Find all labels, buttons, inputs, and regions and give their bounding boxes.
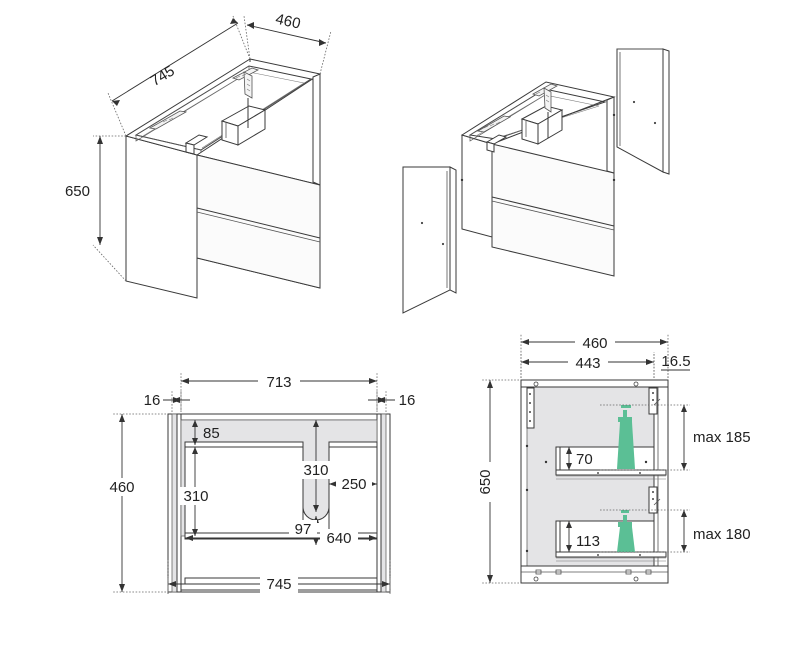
- front-dim-310-mid: 310: [300, 420, 334, 512]
- view-iso-closed: 745 460 650: [65, 11, 332, 299]
- front-dim-250: 250: [329, 475, 377, 493]
- side-foot: [645, 569, 652, 575]
- front-dim-745-lower: [167, 578, 391, 592]
- side-runner-brackets: [648, 387, 661, 514]
- iso-closed-bracket-left: [148, 110, 188, 130]
- iso-exploded-left-panel: [402, 166, 457, 314]
- dim-label-max-185: max 185: [693, 429, 751, 446]
- iso-closed-body: [124, 58, 322, 299]
- front-dim-745-baseline: [167, 579, 391, 594]
- front-dim-97: 97: [289, 516, 319, 545]
- dim-label-310-left: 310: [183, 488, 208, 505]
- iso-dim-460: 460: [243, 11, 332, 75]
- dim-label-460-front: 460: [109, 479, 134, 496]
- view-front-elevation: 713 16 16 460: [104, 372, 415, 594]
- side-dim-650: 650: [477, 379, 519, 584]
- side-fixing-dot: [633, 576, 639, 582]
- dim-label-460-iso: 460: [274, 11, 302, 33]
- side-fixing-dot: [633, 381, 639, 387]
- dim-label-713: 713: [266, 374, 291, 391]
- dim-label-650-side: 650: [477, 469, 494, 494]
- dim-label-113: 113: [576, 533, 600, 550]
- dim-label-745-front: 745: [266, 576, 291, 593]
- front-dim-310-left: 310: [179, 447, 213, 536]
- dim-label-97: 97: [295, 521, 312, 538]
- front-dim-85: 85: [192, 420, 220, 445]
- iso-exploded-dowel: [460, 178, 464, 182]
- view-side-section: 460 443 16.5 650: [477, 333, 762, 584]
- dim-label-250: 250: [341, 476, 366, 493]
- side-dowel: [544, 460, 548, 464]
- front-left-wall: [171, 413, 178, 593]
- side-dim-16-5: 16.5: [653, 352, 691, 378]
- side-fixing-dot: [533, 381, 539, 387]
- iso-closed-siphon-box: [220, 105, 267, 146]
- iso-dim-650: 650: [65, 135, 127, 282]
- iso-exploded-notch: [485, 134, 508, 153]
- side-bottom-plinth: [520, 565, 669, 584]
- dim-label-640: 640: [326, 530, 351, 547]
- side-foot: [555, 569, 562, 575]
- front-dim-16-left: 16: [144, 390, 190, 412]
- side-lower-drawer: [555, 520, 667, 562]
- iso-exploded-right-panel: [616, 48, 670, 175]
- dim-label-max-180: max 180: [693, 526, 751, 543]
- side-foot: [535, 569, 542, 575]
- iso-closed-notch: [184, 134, 209, 155]
- front-top-rail: [180, 413, 378, 421]
- iso-closed-hanging-bracket: [231, 67, 260, 128]
- side-upper-drawer: [555, 446, 667, 480]
- dim-label-16-5: 16.5: [661, 353, 690, 370]
- side-foot: [625, 569, 632, 575]
- iso-exploded-hanging-bracket: [532, 83, 558, 138]
- side-dowel: [525, 488, 529, 492]
- dim-label-650-iso: 650: [65, 183, 90, 200]
- side-dowel: [525, 444, 529, 448]
- dim-label-16-left: 16: [144, 392, 161, 409]
- iso-exploded-dowel: [612, 113, 616, 117]
- side-dim-max-180: max 180: [600, 509, 762, 553]
- side-fixing-dot: [533, 576, 539, 582]
- side-dowel: [644, 460, 648, 464]
- front-dim-16-right: 16: [368, 390, 415, 412]
- side-dim-443: 443: [520, 352, 655, 378]
- side-dowel: [525, 549, 529, 553]
- side-top-rail: [520, 379, 669, 388]
- dim-label-85: 85: [203, 425, 220, 442]
- iso-exploded-siphon-box: [520, 105, 564, 145]
- front-drawer-bottom-rail: [184, 532, 378, 540]
- view-iso-exploded: [402, 48, 670, 314]
- dim-label-310-mid: 310: [303, 462, 328, 479]
- dim-label-16-right: 16: [399, 392, 416, 409]
- side-dim-max-185: max 185: [600, 404, 762, 471]
- iso-exploded-bracket-left: [476, 115, 512, 133]
- side-dim-70: 70: [566, 447, 593, 470]
- front-dim-713: 713: [180, 372, 378, 410]
- front-right-wall-inner: [376, 413, 382, 593]
- dim-label-460-side: 460: [582, 335, 607, 352]
- front-dim-460: 460: [104, 413, 166, 593]
- soap-bottle-lower-icon: [617, 510, 635, 552]
- side-dim-113: 113: [566, 521, 600, 552]
- dim-label-745-iso: 745: [148, 62, 178, 90]
- front-right-wall: [380, 413, 387, 593]
- dim-label-70: 70: [576, 451, 593, 468]
- soap-bottle-upper-icon: [617, 405, 635, 469]
- front-dim-640: 640: [185, 529, 377, 547]
- dim-label-443: 443: [575, 355, 600, 372]
- side-hanging-bracket: [526, 387, 535, 429]
- iso-exploded-dowel: [612, 178, 616, 182]
